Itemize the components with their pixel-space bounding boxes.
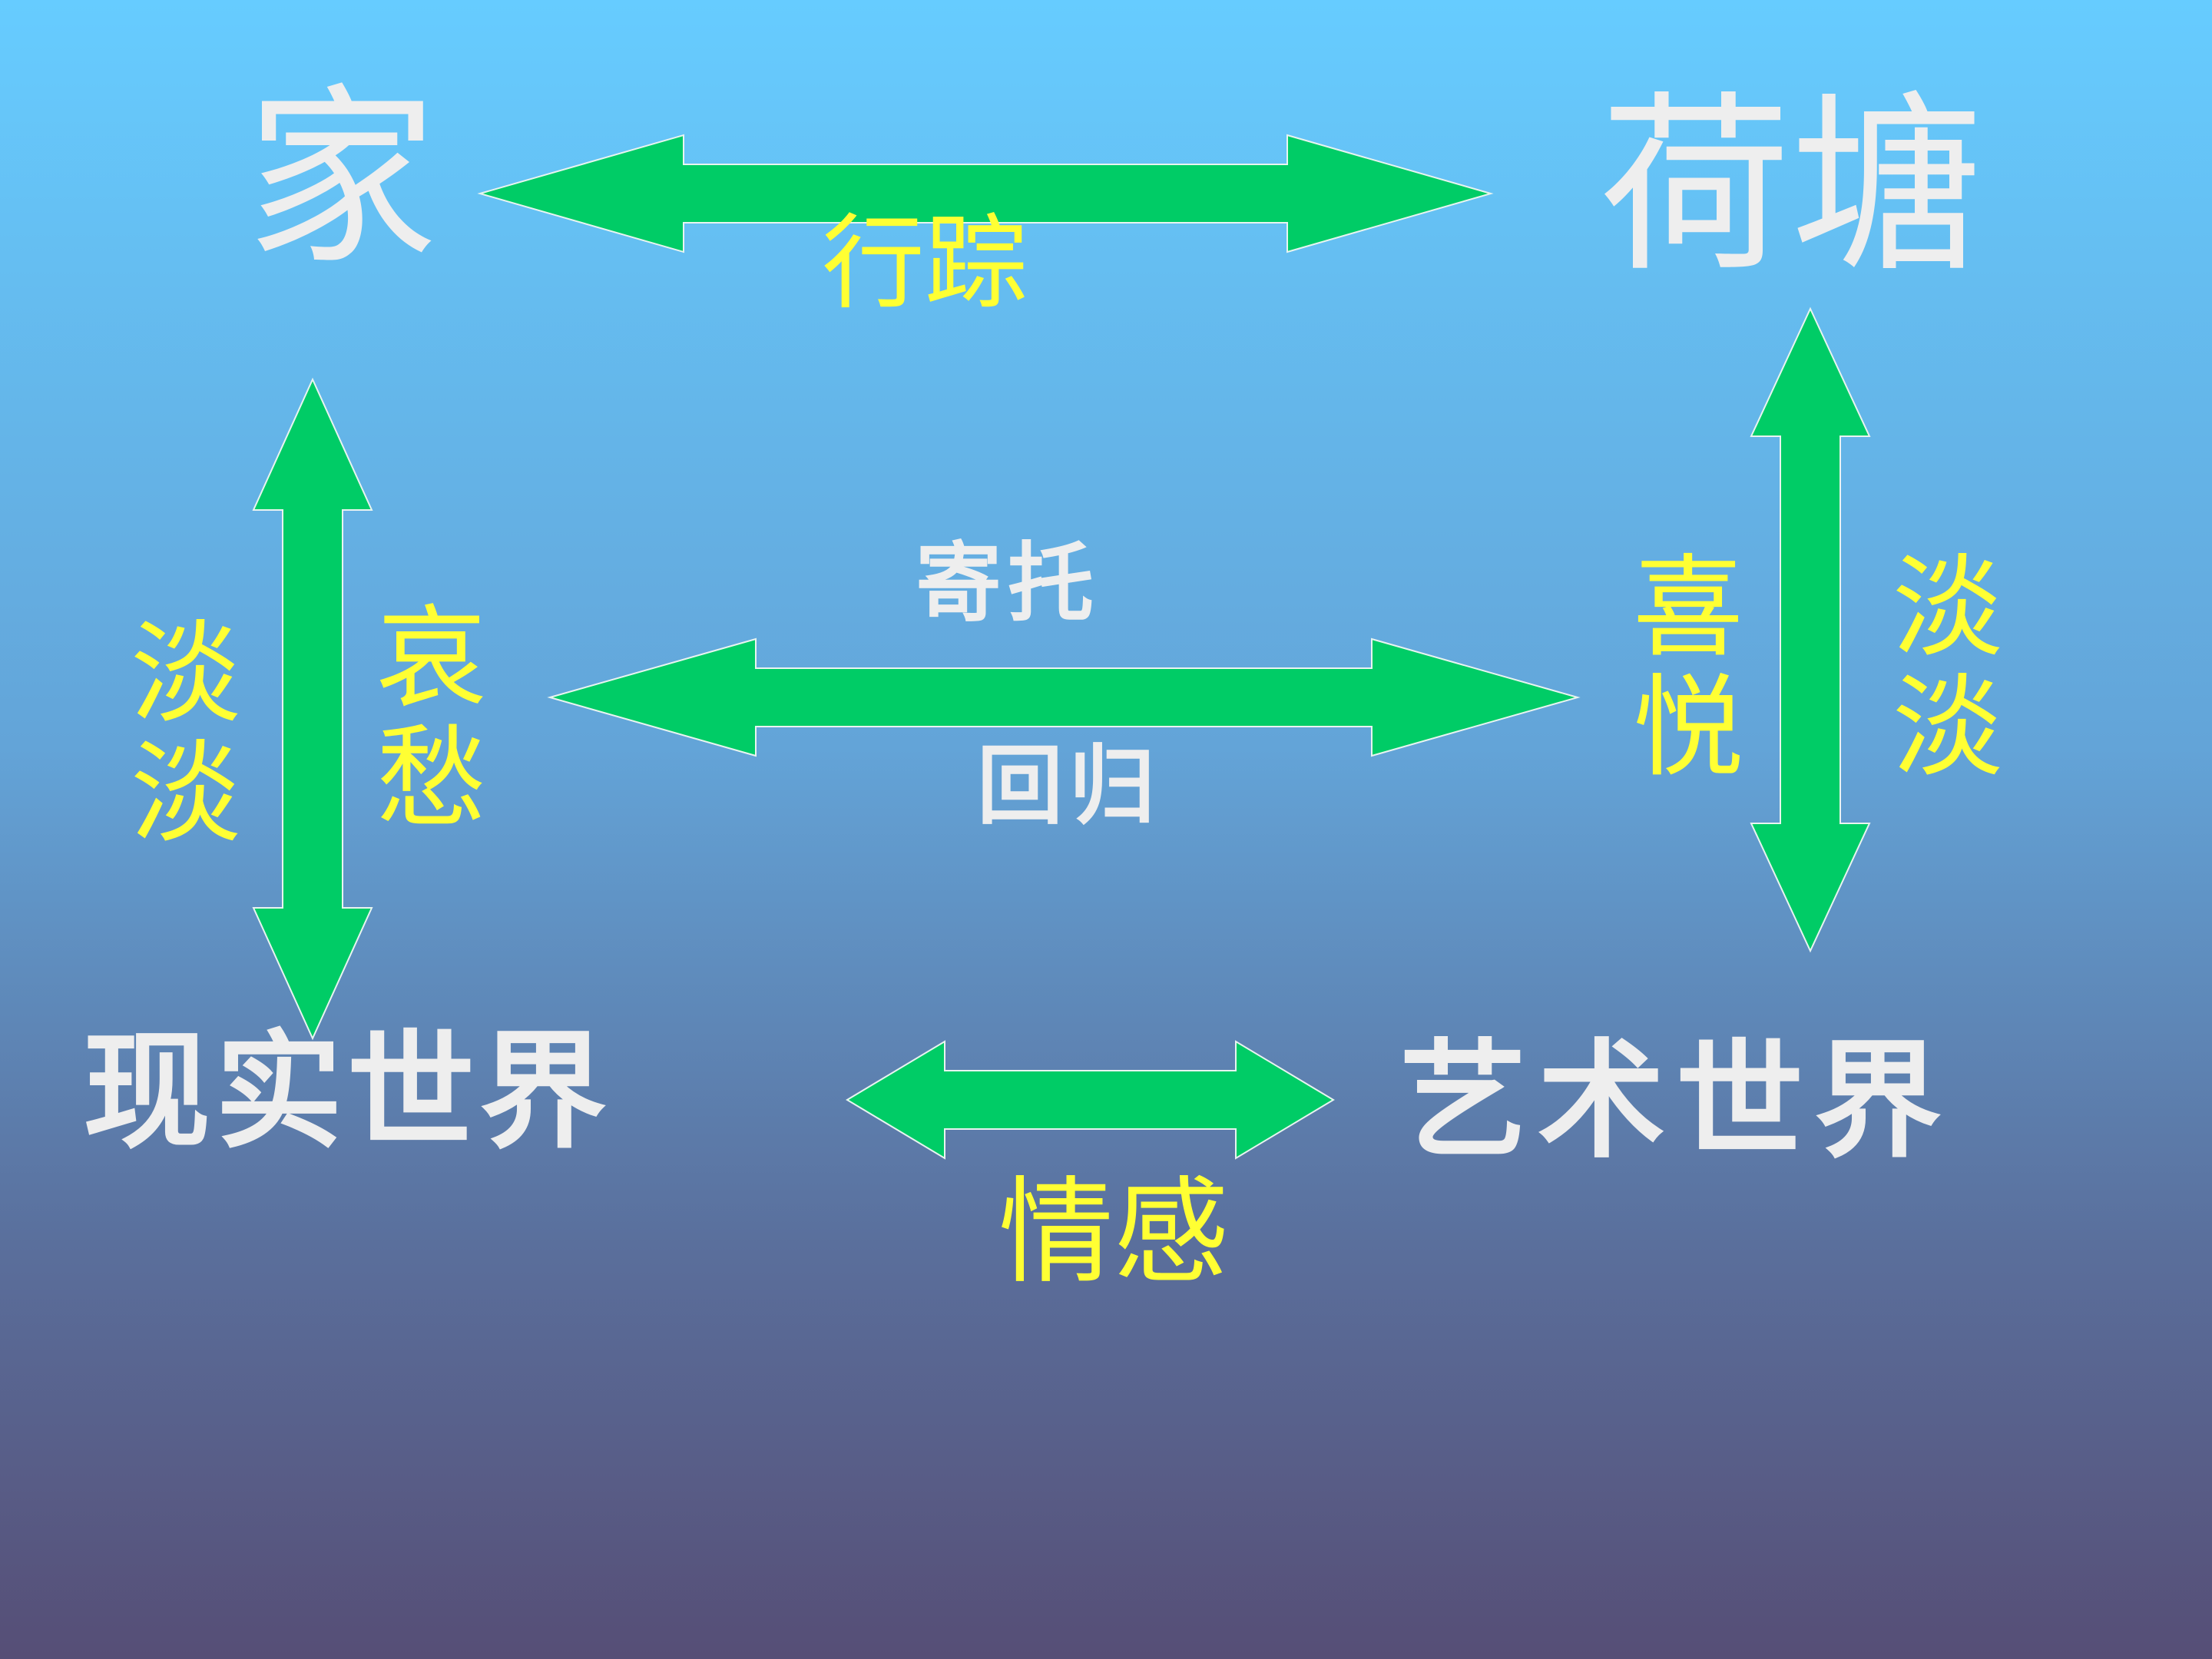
label-return: 回归 xyxy=(977,737,1161,836)
node-real-world: 现实世界 xyxy=(83,1018,611,1167)
double-arrow-home-lotus xyxy=(477,134,1494,253)
label-emotion: 情感 xyxy=(998,1166,1230,1300)
double-arrow-left-vertical xyxy=(252,377,373,1041)
node-art-world: 艺术世界 xyxy=(1399,1028,1952,1176)
label-right-joy: 喜悦 xyxy=(1633,543,1744,792)
label-entrust: 寄托 xyxy=(916,534,1100,634)
label-trace: 行踪 xyxy=(822,204,1028,323)
label-left-faint: 淡淡 xyxy=(131,609,242,858)
node-home: 家 xyxy=(246,67,438,290)
node-lotus-pond: 荷塘 xyxy=(1599,75,1983,298)
label-right-faint: 淡淡 xyxy=(1892,543,2004,792)
double-arrow-right-vertical xyxy=(1750,306,1871,953)
label-left-sorrow: 哀愁 xyxy=(376,594,488,843)
double-arrow-worlds xyxy=(846,1040,1335,1160)
double-arrow-center xyxy=(547,637,1581,757)
